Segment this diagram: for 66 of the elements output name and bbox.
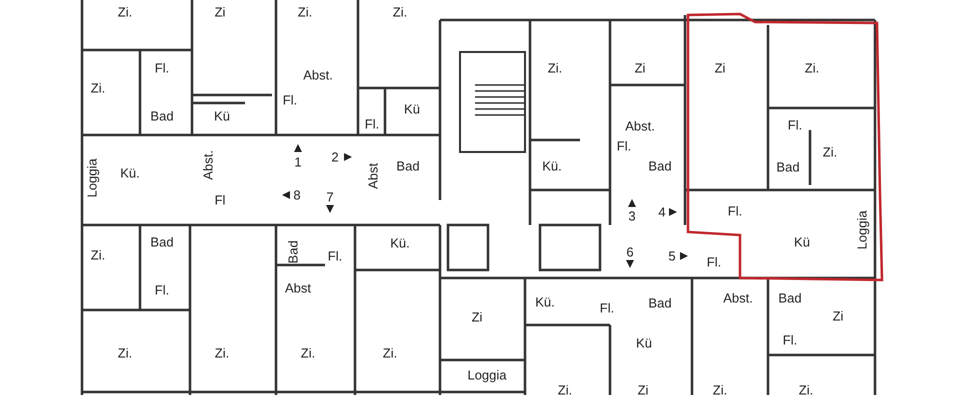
room-label: Zi.	[118, 6, 132, 18]
room-label: Zi.	[300, 346, 316, 360]
room-label: Zi	[832, 310, 844, 322]
room-label: Abst	[366, 163, 380, 189]
room-label: Bad	[776, 160, 800, 174]
room-label: Abst.	[723, 292, 753, 304]
room-label: Abst	[285, 282, 311, 294]
room-label: Zi.	[298, 6, 312, 18]
room-label: Zi	[714, 62, 726, 74]
room-label: 5	[668, 250, 676, 262]
room-label: Loggia	[86, 158, 98, 198]
room-label: Fl.	[728, 204, 742, 218]
room-label: Kü.	[120, 166, 140, 180]
room-label: Kü.	[535, 296, 555, 308]
room-label: Abst.	[202, 150, 214, 180]
room-label: Fl.	[788, 118, 802, 132]
room-label: Bad	[778, 292, 802, 304]
room-label: Zi.	[712, 384, 728, 396]
room-label: Zi.	[118, 346, 132, 360]
room-label: Fl.	[282, 94, 298, 106]
room-label: Fl.	[154, 284, 170, 296]
room-label: Zi.	[548, 62, 562, 74]
room-label: Zi.	[214, 346, 230, 360]
room-label: Kü	[404, 102, 420, 116]
room-label: 4	[658, 206, 666, 218]
room-label: 1	[294, 156, 302, 168]
room-label: 3	[628, 210, 636, 222]
room-label: Fl.	[706, 256, 722, 268]
room-label: Zi	[214, 6, 226, 18]
room-label: 7	[326, 190, 334, 204]
room-label: Kü	[214, 110, 230, 122]
room-label: Zi	[634, 62, 646, 74]
room-label: Fl.	[328, 250, 342, 262]
room-label: Bad	[648, 296, 672, 310]
room-label: Fl.	[782, 334, 798, 346]
room-label: Bad	[648, 160, 672, 172]
room-label: Loggia	[467, 368, 507, 382]
room-label: Bad	[150, 236, 174, 248]
room-label: 2	[331, 150, 339, 164]
room-label: Zi.	[798, 384, 814, 396]
room-label: Zi.	[558, 384, 572, 396]
room-label: Kü	[636, 336, 652, 350]
room-label: 8	[293, 188, 301, 202]
room-label: Bad	[150, 110, 174, 122]
room-label: Zi	[638, 384, 648, 396]
room-label: Abst.	[303, 68, 333, 82]
room-label: Bad	[396, 160, 420, 172]
room-label: Zi	[472, 310, 482, 324]
room-label: Zi.	[90, 248, 106, 262]
room-label: Zi.	[392, 6, 408, 18]
room-label: Abst.	[625, 120, 655, 132]
room-label: Fl	[214, 194, 226, 206]
room-label: Fl.	[616, 140, 632, 152]
room-label: Loggia	[856, 210, 868, 250]
room-label: Zi.	[382, 346, 398, 360]
room-label: Kü.	[390, 236, 410, 250]
room-label: Bad	[286, 240, 300, 264]
room-label: Fl.	[600, 302, 614, 314]
room-label: Zi.	[822, 146, 838, 158]
room-label: 6	[626, 246, 634, 258]
room-label: Zi.	[804, 62, 820, 74]
room-label: Kü	[794, 236, 810, 248]
room-label: Zi.	[90, 82, 106, 94]
room-label: Fl.	[154, 62, 170, 74]
room-label: Kü.	[542, 160, 562, 172]
room-label: Fl.	[364, 118, 380, 130]
